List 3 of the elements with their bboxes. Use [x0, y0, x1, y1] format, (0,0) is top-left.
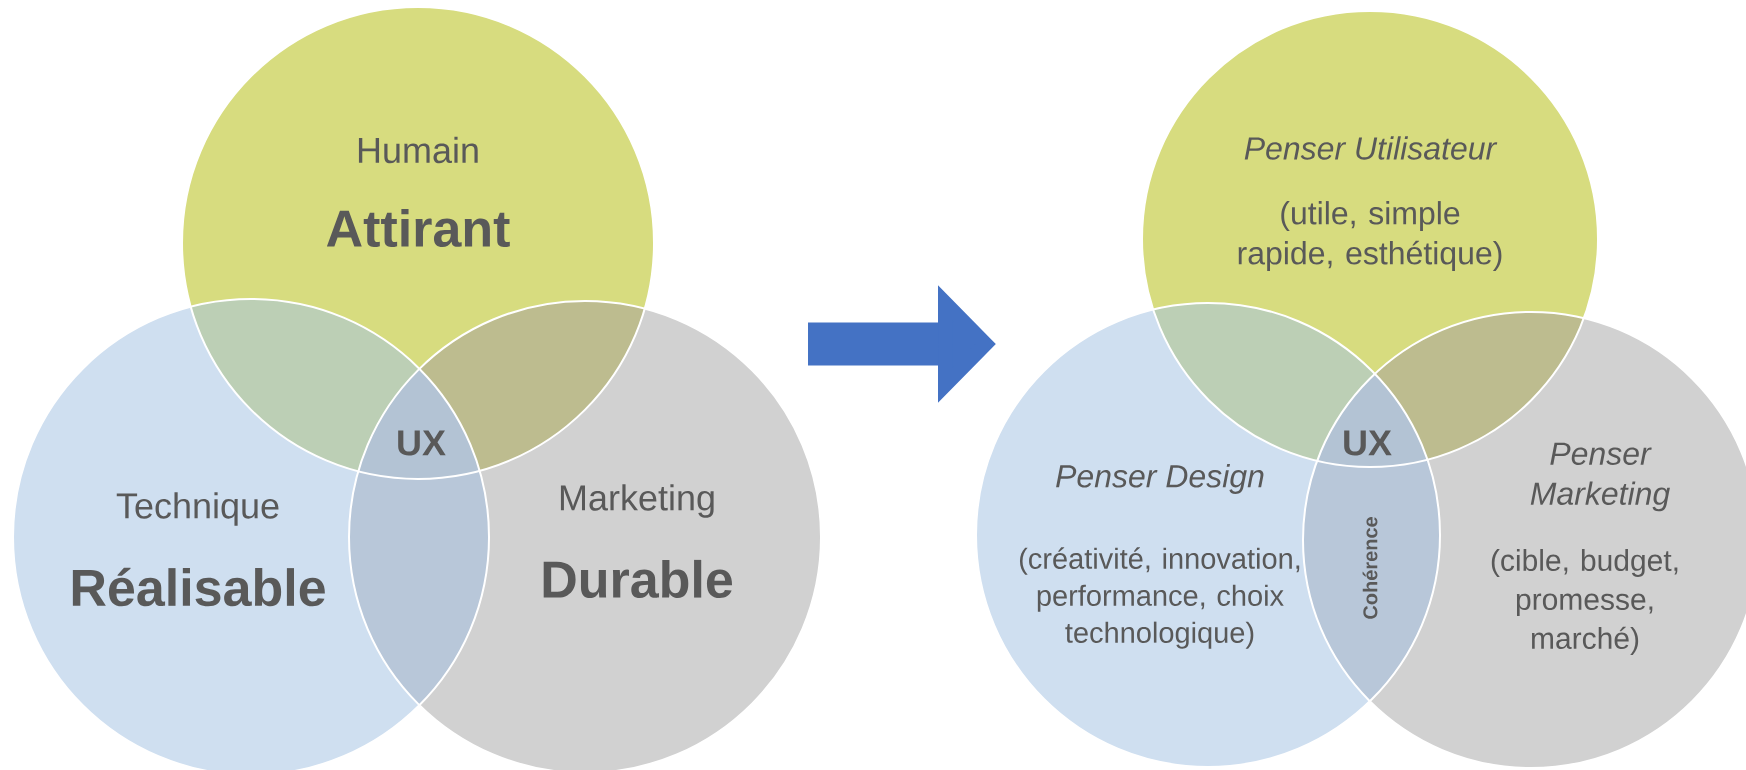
region-label: UX: [398, 430, 446, 456]
region-label: UX: [1344, 430, 1392, 456]
region-label: Cohérence: [1362, 517, 1378, 619]
